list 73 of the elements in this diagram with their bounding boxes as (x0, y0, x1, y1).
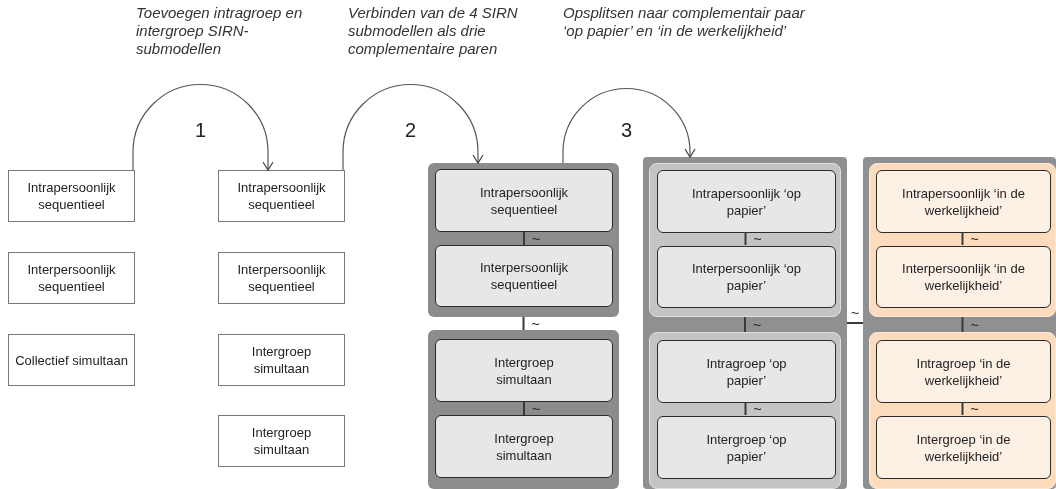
model-box (435, 339, 613, 402)
connector (744, 401, 747, 416)
model-box (657, 246, 836, 308)
box-label: Intergroep simultaan (250, 343, 313, 377)
box-label: Intrapersoonlijk ‘op papier’ (690, 184, 803, 219)
box-label: Interpersoonlijk sequentieel (26, 261, 117, 295)
edge-label: ~ (969, 231, 980, 246)
curved-arrow (132, 84, 274, 171)
box-label: Intergroep simultaan (493, 353, 555, 388)
model-box (657, 340, 836, 403)
edge-label: ~ (752, 231, 763, 246)
edge-label: ~ (969, 401, 980, 416)
panel (863, 157, 1056, 489)
box-label: Interpersoonlijk sequentieel (478, 259, 570, 293)
model-box (218, 252, 345, 304)
connector (523, 401, 525, 416)
model-box (435, 169, 613, 232)
model-box (8, 334, 135, 386)
model-box (8, 252, 135, 304)
panel (869, 163, 1056, 317)
curved-arrow (562, 88, 696, 164)
edge-label: ~ (530, 316, 541, 331)
connector (523, 231, 525, 246)
box-label: Intragroep ‘op papier’ (705, 354, 788, 389)
edge-label: ~ (530, 401, 542, 416)
panel (643, 157, 847, 489)
model-box (8, 170, 135, 222)
panel (649, 163, 841, 317)
box-label: Intergroep ‘op papier’ (705, 430, 788, 465)
connector (961, 401, 964, 416)
panel (869, 332, 1056, 489)
model-box (657, 416, 836, 479)
box-label: Collectief simultaan (15, 351, 128, 369)
connector (522, 316, 525, 331)
panel (649, 332, 841, 489)
model-box (657, 170, 836, 233)
panel (428, 330, 619, 489)
box-label: Intergroep ‘in de werkelijkheid’ (915, 430, 1012, 465)
box-label: Intergroep simultaan (250, 424, 313, 458)
edge-label: ~ (530, 231, 542, 246)
edge-label: ~ (751, 317, 763, 332)
connector (744, 316, 746, 333)
edge-label: ~ (752, 401, 763, 416)
edge-label: ~ (969, 317, 980, 332)
box-label: Interpersoonlijk ‘in de werkelijkheid’ (901, 260, 1026, 294)
model-box (876, 416, 1051, 479)
model-box (435, 415, 613, 478)
step-description: Verbinden van de 4 SIRN submodellen als drie complementaire paren (348, 4, 519, 58)
model-box (218, 415, 345, 467)
box-label: Interpersoonlijk sequentieel (236, 261, 327, 295)
box-label: Intragroep ‘in de werkelijkheid’ (915, 354, 1012, 389)
model-box (218, 334, 345, 386)
box-label: Interpersoonlijk ‘op papier’ (690, 260, 803, 294)
panel (428, 163, 619, 317)
box-label: Intrapersoonlijk sequentieel (26, 179, 117, 213)
connector (846, 322, 864, 324)
model-box (876, 170, 1051, 233)
edge-label: ~ (849, 306, 861, 320)
box-label: Intrapersoonlijk sequentieel (236, 179, 327, 213)
model-box (876, 246, 1051, 308)
curved-arrow (342, 84, 484, 171)
connector (961, 231, 964, 246)
model-box (435, 245, 613, 307)
box-label: Intrapersoonlijk sequentieel (478, 183, 570, 218)
box-label: Intergroep simultaan (493, 429, 555, 464)
step-number: 3 (618, 120, 635, 140)
model-box (218, 170, 345, 222)
connector (961, 316, 964, 333)
model-box (876, 340, 1051, 403)
box-label: Intrapersoonlijk ‘in de werkelijkheid’ (901, 184, 1026, 219)
connector (744, 231, 747, 246)
step-description: Opsplitsen naar complementair paar ‘op papier’ en ‘in de werkelijkheid’ (563, 4, 806, 40)
step-description: Toevoegen intragroep en intergroep SIRN-submodellen (136, 4, 304, 58)
